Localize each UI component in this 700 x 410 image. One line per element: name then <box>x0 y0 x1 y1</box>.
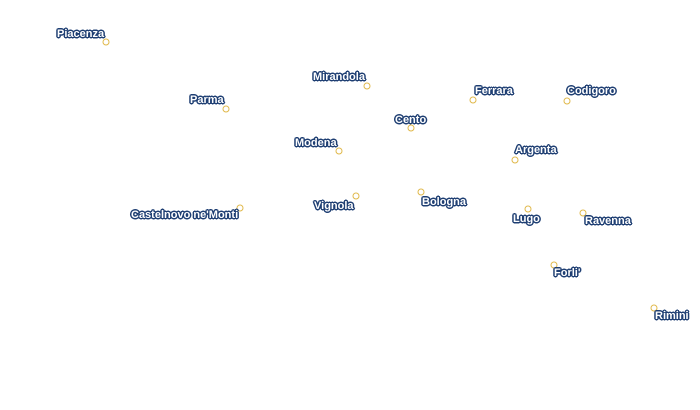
city-label-forli: Forli' <box>554 267 581 279</box>
city-marker-modena[interactable] <box>335 147 343 155</box>
city-label-bologna: Bologna <box>422 196 466 208</box>
city-marker-vignola[interactable] <box>352 192 360 200</box>
city-label-cento: Cento <box>395 114 427 126</box>
city-marker-bologna[interactable] <box>417 188 425 196</box>
city-marker-piacenza[interactable] <box>102 38 110 46</box>
city-marker-argenta[interactable] <box>511 156 519 164</box>
city-label-parma: Parma <box>190 94 224 106</box>
city-label-argenta: Argenta <box>515 144 557 156</box>
city-label-ravenna: Ravenna <box>585 215 631 227</box>
city-label-mirandola: Mirandola <box>313 71 365 83</box>
city-label-piacenza: Piacenza <box>57 28 105 40</box>
city-label-modena: Modena <box>295 137 337 149</box>
city-marker-castelnovo[interactable] <box>236 204 244 212</box>
city-label-ferrara: Ferrara <box>475 85 513 97</box>
city-marker-lugo[interactable] <box>524 205 532 213</box>
city-marker-parma[interactable] <box>222 105 230 113</box>
city-marker-cento[interactable] <box>407 124 415 132</box>
city-marker-ferrara[interactable] <box>469 96 477 104</box>
city-label-castelnovo: Castelnovo ne'Monti <box>131 209 239 221</box>
city-marker-mirandola[interactable] <box>363 82 371 90</box>
city-label-codigoro: Codigoro <box>567 85 616 97</box>
city-marker-codigoro[interactable] <box>563 97 571 105</box>
city-label-rimini: Rimini <box>655 310 689 322</box>
city-marker-rimini[interactable] <box>650 304 658 312</box>
city-marker-ravenna[interactable] <box>579 209 587 217</box>
city-label-lugo: Lugo <box>513 213 540 225</box>
city-marker-forli[interactable] <box>550 261 558 269</box>
city-label-vignola: Vignola <box>314 200 354 212</box>
